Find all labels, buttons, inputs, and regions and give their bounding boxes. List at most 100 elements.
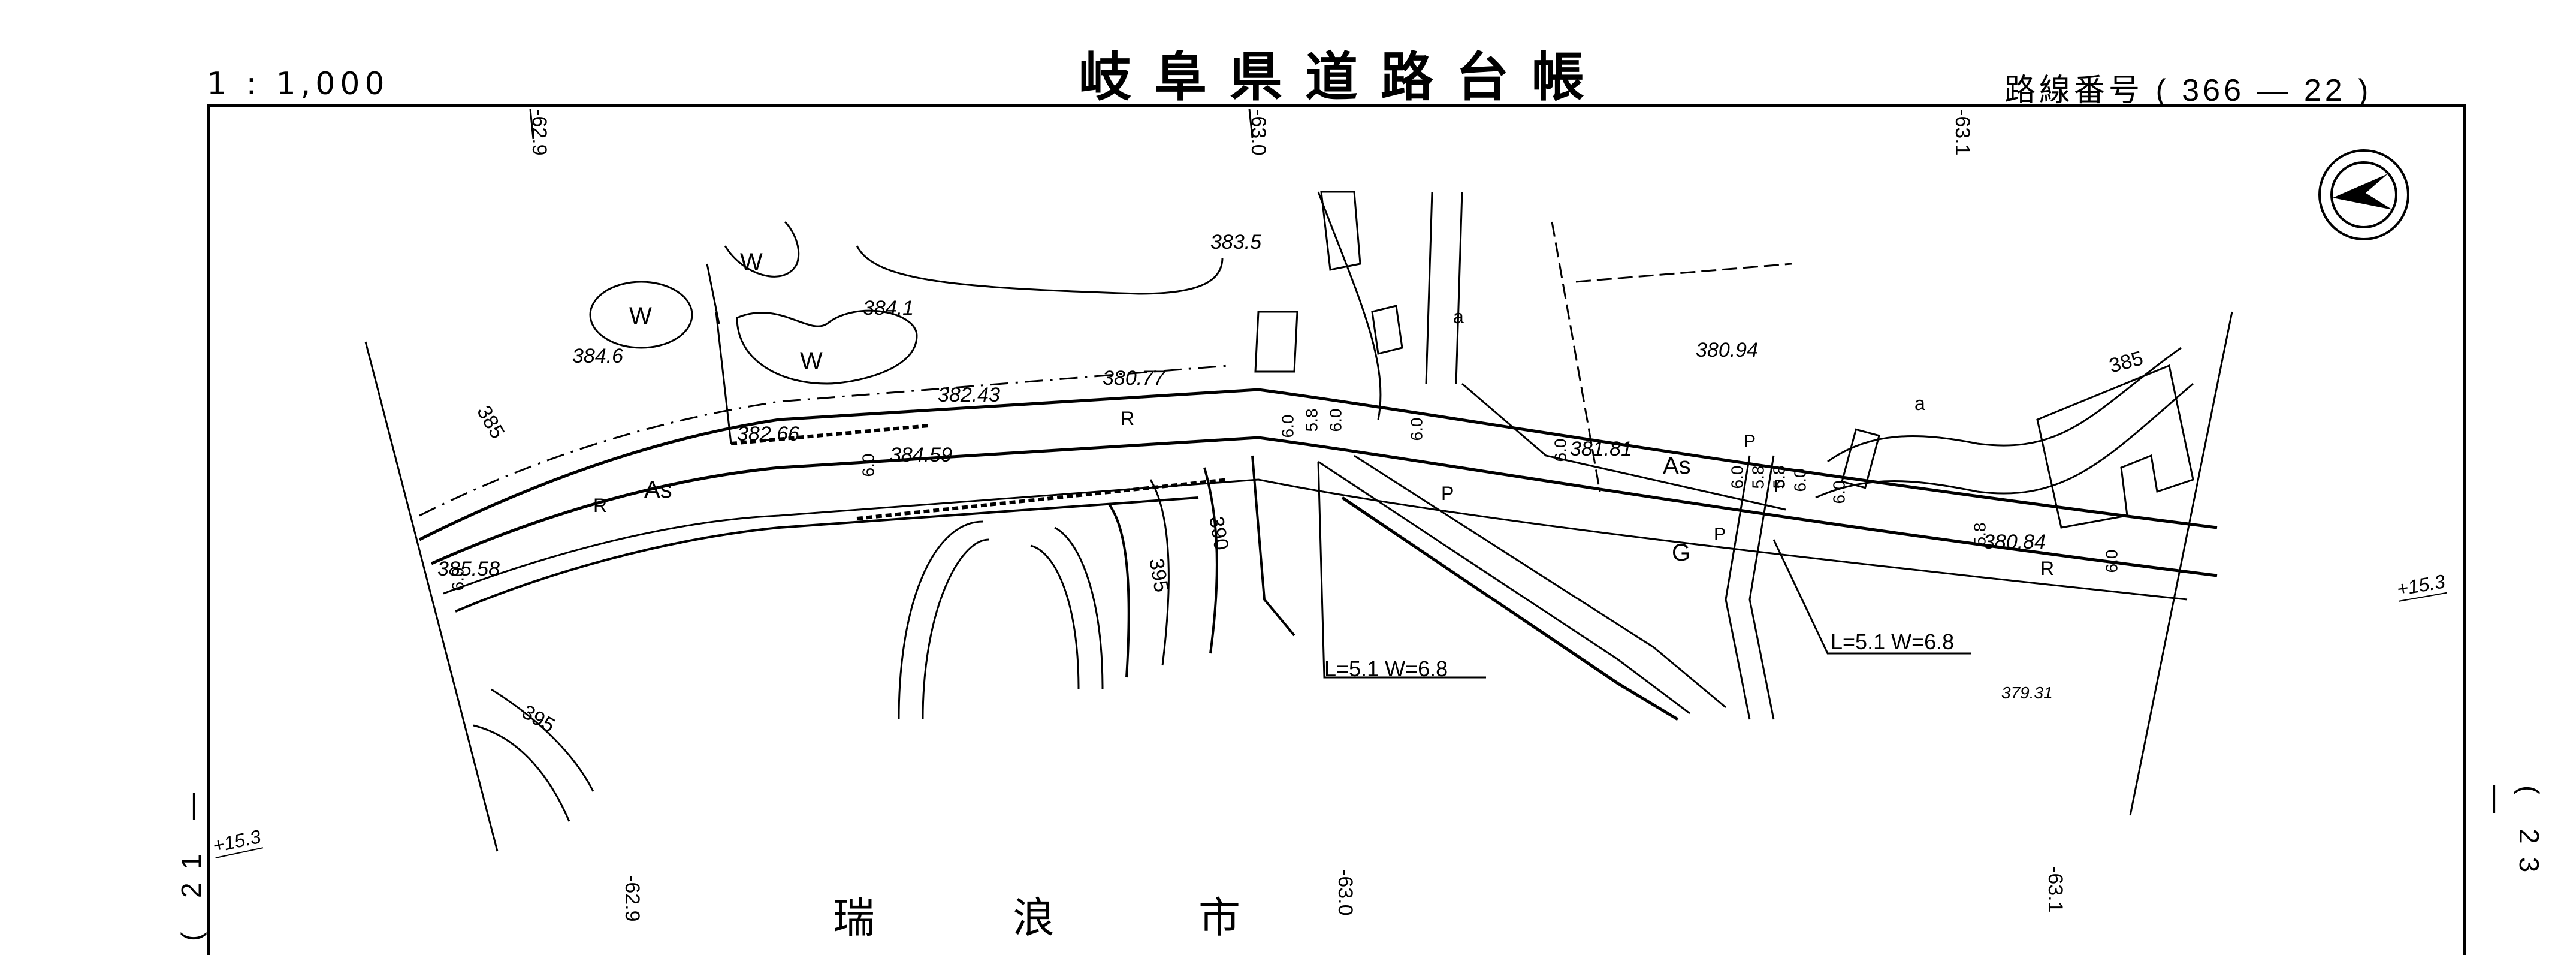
contour-line bbox=[1030, 544, 1080, 690]
elevation-label: 384.6 bbox=[572, 345, 624, 367]
road-width-label: 6.0 bbox=[859, 453, 878, 477]
road-width-label: 5.8 bbox=[1769, 465, 1789, 489]
road-centerline bbox=[419, 364, 1229, 517]
land-use-symbol: W bbox=[800, 348, 823, 374]
field-outline bbox=[1317, 191, 1382, 420]
guardrail bbox=[730, 424, 929, 445]
road-width-label: 6.0 bbox=[1278, 414, 1297, 438]
secondary-road-edge bbox=[1827, 347, 2182, 463]
elevation-label: 382.66 bbox=[737, 423, 799, 445]
road-width-label: 5.8 bbox=[1970, 522, 1989, 546]
land-use-symbol: R bbox=[2040, 558, 2055, 579]
road-width-label: 6.0 bbox=[2102, 549, 2121, 573]
pond bbox=[724, 221, 800, 278]
contour-line bbox=[491, 688, 594, 792]
elevation-label: 380.94 bbox=[1696, 339, 1758, 361]
grid-tick-top: -63.1 bbox=[1951, 109, 1974, 156]
land-use-symbol: P bbox=[1744, 432, 1756, 451]
parcel-boundary bbox=[1575, 263, 1792, 283]
slope-symbol bbox=[1251, 455, 1295, 637]
elevation-label: 384.59 bbox=[890, 444, 952, 466]
road-width-label: 6.0 bbox=[1551, 438, 1570, 462]
guardrail bbox=[856, 478, 1229, 520]
parcel-boundary bbox=[1551, 221, 1601, 492]
road-edge bbox=[455, 496, 1199, 613]
contour-line bbox=[922, 538, 989, 720]
route-number-label: 路線番号 bbox=[2004, 73, 2144, 108]
land-use-symbol: P bbox=[1441, 483, 1454, 504]
field-outline bbox=[706, 263, 720, 324]
land-use-symbol: a bbox=[1914, 393, 1925, 414]
survey-boundary-right bbox=[2129, 311, 2233, 816]
bridge-leader bbox=[1772, 539, 1971, 655]
elevation-label: 379.31 bbox=[2001, 683, 2053, 702]
road-edge bbox=[418, 388, 2218, 541]
land-use-symbol: P bbox=[1774, 477, 1786, 496]
building bbox=[1254, 311, 1298, 373]
elevation-label: 382.43 bbox=[938, 384, 1000, 406]
road-edge bbox=[430, 436, 2218, 577]
grid-tick-bottom: -63.1 bbox=[2044, 866, 2067, 913]
land-use-symbol: As bbox=[1663, 453, 1691, 479]
survey-boundary-left bbox=[364, 341, 499, 852]
land-use-symbol: a bbox=[1453, 306, 1464, 327]
contour-line bbox=[473, 724, 570, 822]
contour-line bbox=[1054, 526, 1104, 690]
land-use-symbol: R bbox=[593, 495, 608, 516]
field-outline bbox=[856, 245, 1224, 295]
road-width-label: 6.0 bbox=[1728, 465, 1747, 489]
road-width-label: 6.0 bbox=[1790, 468, 1810, 492]
contour-line bbox=[1203, 467, 1218, 654]
road-width-label: 6.0 bbox=[1407, 417, 1426, 441]
road-width-label: 6.0 bbox=[1326, 408, 1345, 432]
page-title: 岐阜県道路台帳 bbox=[1079, 46, 1608, 108]
road-edge bbox=[443, 478, 2188, 601]
contour-line bbox=[1149, 479, 1170, 666]
land-use-symbol: P bbox=[1714, 525, 1726, 544]
elevation-label: 381.81 bbox=[1570, 438, 1632, 460]
side-road-edge bbox=[1725, 455, 1751, 720]
city-name-char: 瑞 bbox=[833, 893, 875, 942]
map-frame bbox=[207, 104, 2466, 955]
branch-road-edge bbox=[1354, 454, 1726, 709]
building bbox=[2036, 364, 2194, 529]
city-name-char: 浪 bbox=[1013, 893, 1055, 942]
road-width-label: 5.8 bbox=[1302, 408, 1321, 432]
land-use-symbol: W bbox=[629, 303, 652, 329]
elevation-label: 380.77 bbox=[1103, 367, 1165, 390]
road-width-label: 6.0 bbox=[448, 567, 467, 591]
pond bbox=[736, 309, 918, 385]
north-arrow-icon bbox=[2318, 149, 2409, 240]
road-width-label: 5.8 bbox=[1748, 465, 1768, 489]
grid-line bbox=[529, 109, 534, 140]
secondary-road-edge bbox=[1425, 191, 1433, 384]
road-width-label: 6.0 bbox=[1829, 480, 1849, 504]
land-use-symbol: G bbox=[1672, 540, 1691, 566]
secondary-road-edge bbox=[1815, 382, 2194, 499]
bridge-leader bbox=[1317, 461, 1486, 679]
building bbox=[1320, 191, 1361, 271]
elevation-label: 383.5 bbox=[1210, 231, 1262, 254]
secondary-road-edge bbox=[1455, 191, 1463, 384]
land-use-symbol: R bbox=[1121, 408, 1135, 429]
building bbox=[1371, 305, 1403, 355]
side-road-edge bbox=[1748, 455, 1775, 720]
elevation-label: 384.1 bbox=[863, 297, 914, 320]
parcel-boundary bbox=[1461, 382, 1786, 511]
adjacent-sheet-right: ( 23 — bbox=[2481, 785, 2545, 886]
grid-tick-bottom: -62.9 bbox=[621, 875, 644, 922]
contour-line bbox=[898, 520, 983, 720]
map-scale: 1 : 1,000 bbox=[207, 66, 389, 102]
elevation-label: 385.58 bbox=[437, 558, 500, 580]
grid-tick-bottom: -63.0 bbox=[1334, 869, 1357, 916]
route-number: 路線番号 ( 366 — 22 ) bbox=[2004, 65, 2372, 110]
bridge-label: L=5.1 W=6.8 bbox=[1324, 656, 1448, 681]
land-use-symbol: W bbox=[740, 249, 763, 275]
building bbox=[1841, 428, 1880, 489]
route-number-value: ( 366 — 22 ) bbox=[2155, 73, 2372, 108]
pond bbox=[589, 281, 693, 349]
contour-line bbox=[1107, 502, 1130, 678]
branch-road-edge bbox=[1341, 496, 1679, 721]
elevation-label: 380.84 bbox=[1983, 531, 2046, 553]
